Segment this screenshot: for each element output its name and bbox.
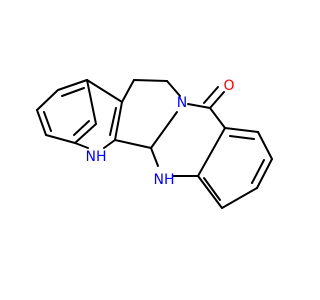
double-bond-inner	[109, 107, 117, 136]
bond	[103, 139, 116, 149]
bond	[86, 79, 97, 125]
bond	[224, 127, 259, 133]
nitrogen-label: NH	[86, 149, 107, 165]
indole-benzene-ring	[36, 79, 97, 144]
double-bond-inner	[229, 135, 255, 140]
molecule-structure: NH NH N O	[36, 78, 273, 209]
pyrrole-ring	[74, 79, 123, 149]
atom-label-carbonyl-o: O	[223, 78, 234, 94]
bond	[150, 111, 178, 149]
oxygen-label: O	[223, 78, 234, 94]
bond	[86, 79, 123, 103]
bond	[45, 134, 76, 144]
bond	[133, 79, 168, 82]
double-bond-inner	[61, 87, 85, 97]
double-bond-inner	[203, 177, 221, 201]
bond	[36, 109, 47, 136]
structure-canvas: NH NH N O	[36, 78, 273, 209]
bond	[74, 142, 89, 149]
bond	[256, 158, 273, 189]
bond	[187, 103, 211, 109]
bond	[197, 175, 223, 209]
nitrogen-label: N	[177, 95, 187, 111]
atom-label-ring-n: N	[177, 95, 187, 111]
carbonyl-bond	[209, 91, 225, 109]
quinazoline-benzene-ring	[197, 127, 273, 209]
bond	[257, 131, 273, 160]
carbonyl-bond	[203, 86, 219, 104]
bond	[209, 107, 226, 129]
atom-label-indole-nh: NH	[86, 149, 107, 165]
bond	[57, 79, 88, 91]
atom-label-amine-nh: NH	[154, 172, 175, 188]
double-bond-inner	[251, 159, 265, 184]
bond	[221, 187, 258, 209]
quinazolinone-ring	[150, 86, 226, 177]
double-bond-inner	[43, 111, 52, 132]
bond	[121, 79, 135, 103]
piperidine-ring	[114, 79, 181, 149]
bond	[74, 123, 97, 144]
bond	[150, 147, 159, 167]
bond	[114, 139, 152, 149]
nitrogen-label: NH	[154, 172, 175, 188]
double-bond-inner	[73, 120, 90, 136]
bond	[114, 101, 123, 141]
bond	[166, 80, 181, 97]
bond	[197, 127, 226, 177]
bond	[36, 89, 59, 111]
